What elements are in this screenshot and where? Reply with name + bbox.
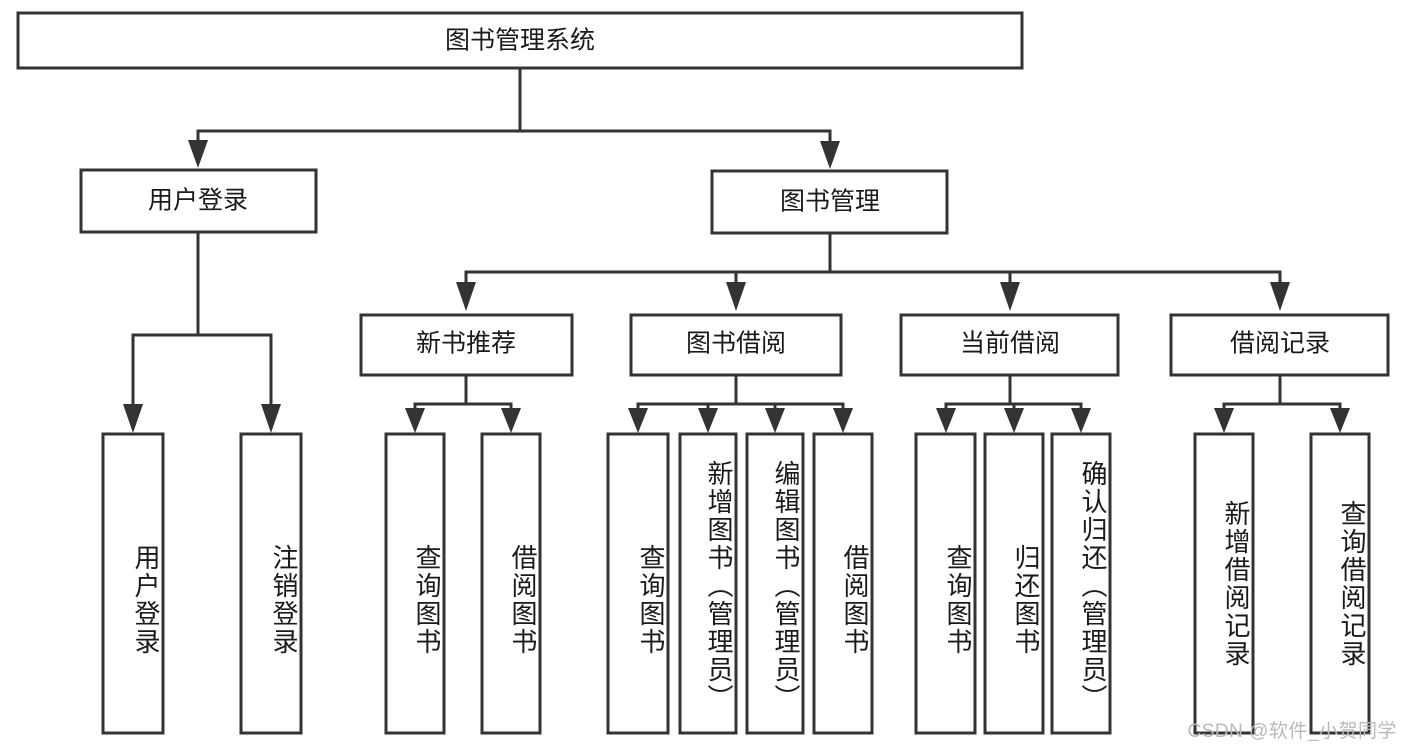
book-manage-label: 图书管理: [780, 188, 880, 216]
root-box: [16, 11, 1024, 70]
new-book-recommend-box: [359, 313, 574, 377]
arrow-leaf-query-book-2: [628, 408, 648, 433]
arrow-to-borrow-record: [1270, 282, 1290, 311]
arrow-leaf-query-record: [1330, 408, 1350, 433]
connector-bookborrow-to-leaves: [628, 373, 853, 433]
leaf-box-query-book-2[interactable]: [606, 432, 670, 735]
leaf-box-query-record[interactable]: [1309, 432, 1371, 735]
root-label: 图书管理系统: [445, 27, 595, 55]
leaf-box-borrow-book-1[interactable]: [480, 432, 542, 735]
new-book-recommend-label: 新书推荐: [416, 330, 516, 358]
node-book-borrow[interactable]: 图书借阅: [629, 313, 843, 377]
borrow-record-label: 借阅记录: [1230, 330, 1330, 358]
user-login-label: 用户登录: [148, 187, 248, 215]
leaf-box-add-book[interactable]: [678, 432, 738, 735]
csdn-watermark: CSDN @软件_小贺同学: [1187, 721, 1397, 742]
arrow-leaf-add-book: [698, 408, 718, 433]
arrow-to-user-login: [188, 140, 208, 168]
leaf-box-edit-book[interactable]: [745, 432, 805, 735]
leaf-box-return-book[interactable]: [983, 432, 1045, 735]
node-new-book-recommend[interactable]: 新书推荐: [359, 313, 574, 377]
leaf-box-logout[interactable]: [239, 432, 303, 735]
leaf-box-confirm-return[interactable]: [1050, 432, 1112, 735]
current-borrow-label: 当前借阅: [960, 330, 1060, 358]
connector-root-to-level2: [188, 66, 840, 169]
leaf-box-query-book-1[interactable]: [384, 432, 446, 735]
leaf-box-query-book-3[interactable]: [914, 432, 977, 735]
arrow-leaf-borrow-book-2: [833, 408, 853, 433]
node-root[interactable]: 图书管理系统: [16, 11, 1024, 70]
arrow-leaf-query-book-1: [405, 408, 425, 433]
arrow-leaf-return-book: [1004, 408, 1024, 433]
node-current-borrow[interactable]: 当前借阅: [899, 313, 1120, 377]
arrow-to-current-borrow: [1000, 282, 1020, 311]
connector-newbook-to-leaves: [405, 373, 521, 433]
leaf-box-borrow-book-2[interactable]: [812, 432, 874, 735]
node-book-manage[interactable]: 图书管理: [710, 169, 949, 235]
arrow-to-new-book: [456, 282, 476, 311]
arrow-to-book-manage: [820, 141, 840, 169]
arrow-leaf-confirm-return: [1071, 408, 1091, 433]
leaf-boxes: [101, 432, 1371, 735]
connector-bookmanage-to-level3: [456, 231, 1290, 311]
leaf-box-user-login[interactable]: [101, 432, 165, 735]
connector-borrowrecord-to-leaves: [1214, 373, 1350, 433]
leaf-box-add-record[interactable]: [1193, 432, 1255, 735]
arrow-leaf-borrow-book-1: [501, 408, 521, 433]
connector-currentborrow-to-leaves: [936, 373, 1091, 433]
arrow-leaf-user-login: [123, 404, 143, 433]
node-user-login[interactable]: 用户登录: [79, 168, 318, 234]
book-borrow-label: 图书借阅: [686, 330, 786, 358]
arrow-leaf-edit-book: [765, 408, 785, 433]
arrow-to-book-borrow: [726, 282, 746, 311]
current-borrow-box: [899, 313, 1120, 377]
arrow-leaf-add-record: [1214, 408, 1234, 433]
connector-userlogin-to-leaves: [123, 230, 281, 433]
arrow-leaf-logout: [261, 404, 281, 433]
node-borrow-record[interactable]: 借阅记录: [1169, 313, 1390, 377]
arrow-leaf-query-book-3: [936, 408, 956, 433]
user-login-box: [79, 168, 318, 234]
